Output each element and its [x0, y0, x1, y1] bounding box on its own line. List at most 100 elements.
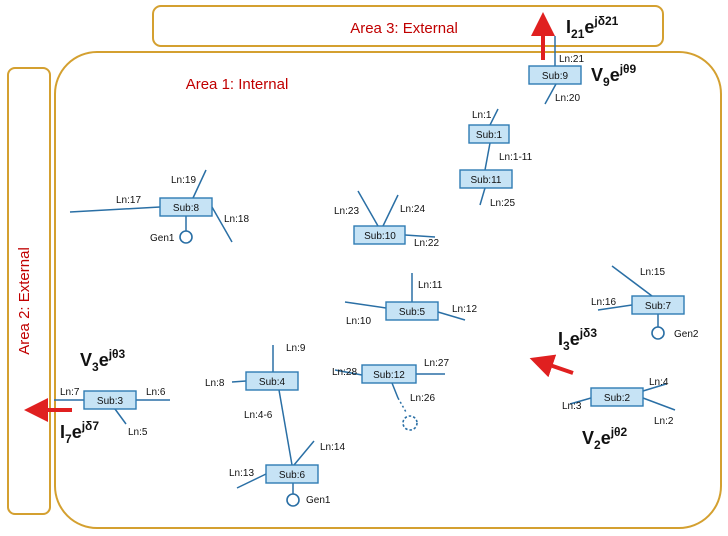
line-19	[192, 169, 207, 199]
substation-1-label: Sub:1	[476, 130, 503, 141]
phasor-v9: V9ejθ9	[591, 62, 637, 89]
dashed-generator-symbol	[402, 415, 418, 431]
ln-24-label: Ln:24	[400, 204, 425, 215]
line-24	[382, 194, 399, 227]
line-4-6	[278, 389, 293, 466]
substation-8: Sub:8	[159, 197, 213, 217]
line-2	[642, 397, 676, 411]
ln-19-label: Ln:19	[171, 175, 196, 186]
substation-12: Sub:12	[361, 364, 417, 384]
substation-6-label: Sub:6	[279, 470, 306, 481]
ln-20-label: Ln:20	[555, 93, 580, 104]
ln-7-label: Ln:7	[60, 387, 80, 398]
ln-21-label: Ln:21	[559, 54, 584, 65]
ln-3-label: Ln:3	[562, 401, 582, 412]
generator-1b-symbol	[286, 493, 300, 507]
ln-22-label: Ln:22	[414, 238, 439, 249]
substation-4-label: Sub:4	[259, 377, 286, 388]
substation-5: Sub:5	[385, 301, 439, 321]
substation-7: Sub:7	[631, 295, 685, 315]
phasor-i21: I21ejδ21	[566, 14, 619, 41]
area-1-label: Area 1: Internal	[186, 76, 289, 93]
line-16	[597, 304, 633, 311]
substation-10: Sub:10	[353, 225, 406, 245]
ln-11-label: Ln:11	[418, 280, 443, 291]
line-5	[114, 408, 127, 425]
generator-1a-symbol	[179, 230, 193, 244]
line-8	[231, 380, 247, 383]
substation-12-label: Sub:12	[373, 370, 405, 381]
generator-2-symbol	[651, 326, 665, 340]
area-3-external-box	[152, 5, 664, 47]
phasor-i3: I3ejδ3	[558, 326, 597, 353]
substation-3: Sub:3	[83, 390, 137, 410]
line-10	[344, 301, 387, 309]
line-18	[211, 206, 233, 243]
substation-9: Sub:9	[528, 65, 582, 85]
substation-11: Sub:11	[459, 169, 513, 189]
phasor-i7: I7ejδ7	[60, 419, 99, 446]
substation-6: Sub:6	[265, 464, 319, 484]
line-26-dotted	[397, 397, 407, 413]
ln-26-label: Ln:26	[410, 393, 435, 404]
line-20	[544, 83, 557, 105]
ln-12-label: Ln:12	[452, 304, 477, 315]
ln-17-label: Ln:17	[116, 195, 141, 206]
line-25	[479, 187, 486, 206]
gen1-a-label: Gen1	[150, 233, 175, 244]
ln-13-label: Ln:13	[229, 468, 254, 479]
area-1-internal-box	[54, 51, 722, 529]
line-1-11	[484, 142, 491, 171]
substation-2-label: Sub:2	[604, 393, 631, 404]
ln-5-label: Ln:5	[128, 427, 148, 438]
ln-16-label: Ln:16	[591, 297, 616, 308]
substation-10-label: Sub:10	[364, 231, 396, 242]
ln-15-label: Ln:15	[640, 267, 665, 278]
line-12	[437, 311, 466, 321]
line-4	[642, 383, 667, 392]
ln-14-label: Ln:14	[320, 442, 345, 453]
ln-1-label: Ln:1	[472, 110, 492, 121]
area-3-label: Area 3: External	[350, 20, 458, 37]
line-14	[293, 440, 315, 466]
line-17	[69, 206, 161, 213]
ln-1-11-label: Ln:1-11	[499, 152, 533, 163]
line-26	[391, 382, 399, 399]
ln-4-label: Ln:4	[649, 377, 669, 388]
ln-4-6-label: Ln:4-6	[244, 410, 273, 421]
ln-18-label: Ln:18	[224, 214, 249, 225]
area-2-label: Area 2: External	[16, 247, 33, 355]
substation-9-label: Sub:9	[542, 71, 569, 82]
area-2-external-box	[7, 67, 51, 515]
line-1	[489, 108, 499, 126]
substation-5-label: Sub:5	[399, 307, 426, 318]
phasor-v2: V2ejθ2	[582, 425, 628, 452]
substation-1: Sub:1	[468, 124, 510, 144]
gen1-b-label: Gen1	[306, 495, 331, 506]
line-15	[611, 265, 653, 297]
substation-4: Sub:4	[245, 371, 299, 391]
ln-2-label: Ln:2	[654, 416, 674, 427]
line-23	[357, 190, 379, 227]
ln-23-label: Ln:23	[334, 206, 359, 217]
phasor-v3: V3ejθ3	[80, 347, 126, 374]
ln-6-label: Ln:6	[146, 387, 166, 398]
ln-28-label: Ln:28	[332, 367, 357, 378]
substation-7-label: Sub:7	[645, 301, 672, 312]
gen2-label: Gen2	[674, 329, 699, 340]
arrow-i3	[529, 354, 574, 378]
substation-11-label: Sub:11	[471, 175, 502, 186]
line-28	[334, 369, 363, 376]
ln-10-label: Ln:10	[346, 316, 371, 327]
substation-2: Sub:2	[590, 387, 644, 407]
line-3	[569, 397, 592, 405]
ln-9-label: Ln:9	[286, 343, 306, 354]
ln-8-label: Ln:8	[205, 378, 225, 389]
substation-3-label: Sub:3	[97, 396, 124, 407]
line-13	[236, 473, 267, 489]
ln-25-label: Ln:25	[490, 198, 515, 209]
substation-8-label: Sub:8	[173, 203, 200, 214]
ln-27-label: Ln:27	[424, 358, 449, 369]
line-22	[404, 234, 436, 238]
